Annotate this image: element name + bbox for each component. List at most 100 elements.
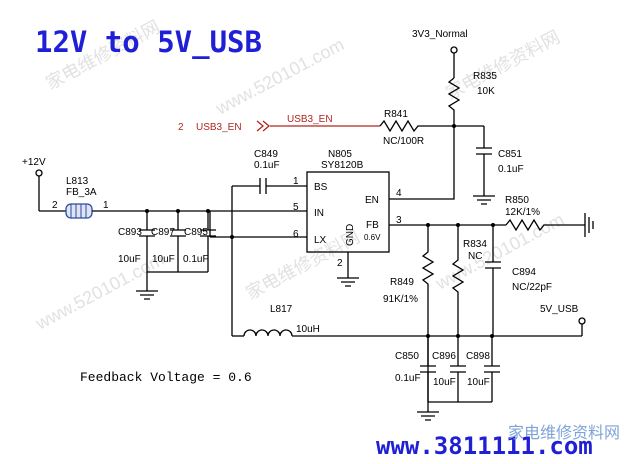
ref-label: L813 bbox=[66, 176, 89, 187]
junction-dot bbox=[206, 209, 210, 213]
ic-pin-label: FB bbox=[366, 220, 379, 231]
fb-voltage: 0.6V bbox=[364, 233, 381, 242]
junction-dot bbox=[491, 223, 495, 227]
ref-label: C849 bbox=[254, 149, 278, 160]
ic-pin-label: EN bbox=[365, 195, 379, 206]
ref-label: C897 bbox=[151, 227, 175, 238]
power-symbol bbox=[450, 46, 458, 54]
value-label: 10K bbox=[477, 86, 495, 97]
power-symbol bbox=[578, 317, 586, 325]
component-c849: C849 0.1uF bbox=[231, 149, 307, 336]
net-usb3-en: 2 USB3_EN USB3_EN R841 NC/100R bbox=[178, 109, 484, 147]
wire bbox=[146, 236, 209, 291]
ref-label: R834 bbox=[463, 239, 487, 250]
net-label-usb3-en-wire: USB3_EN bbox=[287, 114, 333, 125]
ref-label: C851 bbox=[498, 149, 522, 160]
ref-label: C850 bbox=[395, 351, 419, 362]
value-label: 0.1uF bbox=[498, 164, 524, 175]
ref-label: C896 bbox=[432, 351, 456, 362]
resistor-icon bbox=[505, 218, 585, 232]
value-label: 10uF bbox=[433, 377, 456, 388]
value-label: 10uF bbox=[118, 254, 141, 265]
value-label: 10uH bbox=[296, 324, 320, 335]
pin-number: 6 bbox=[293, 229, 299, 240]
ic-ground bbox=[337, 252, 359, 287]
ref-label: R850 bbox=[505, 195, 529, 206]
ref-label: C895 bbox=[184, 227, 208, 238]
resistor-icon bbox=[447, 77, 461, 126]
junction-dot bbox=[456, 223, 460, 227]
pin-number: 1 bbox=[103, 200, 109, 211]
ic-ref: N805 bbox=[328, 149, 352, 160]
junctions bbox=[145, 124, 495, 338]
pin-number: 3 bbox=[396, 215, 402, 226]
ferrite-bead-icon bbox=[65, 203, 93, 219]
watermark: 家电维修资料网 www.520101.com 家电维修资料网 www.52010… bbox=[32, 17, 568, 334]
pin-number: 2 bbox=[52, 200, 58, 211]
footer-url: www.3811111.com bbox=[376, 432, 593, 460]
wire bbox=[427, 336, 493, 366]
net-5v-usb: 5V_USB bbox=[540, 304, 586, 336]
footer-brand: 家电维修资料网 bbox=[508, 423, 620, 442]
value-label: NC/100R bbox=[383, 136, 424, 147]
net-label-12v: +12V bbox=[22, 157, 46, 168]
ref-label: C893 bbox=[118, 227, 142, 238]
inductor-icon bbox=[243, 329, 293, 337]
component-c894: C894 NC/22pF bbox=[485, 225, 552, 336]
ground-icon bbox=[584, 213, 594, 237]
ref-label: C898 bbox=[466, 351, 490, 362]
connector-pin-number: 2 bbox=[178, 122, 184, 133]
component-l817: L817 10uH bbox=[232, 304, 582, 337]
junction-dot bbox=[230, 235, 234, 239]
ref-label: C894 bbox=[512, 267, 536, 278]
resistor-icon bbox=[379, 119, 484, 133]
value-label: 0.1uF bbox=[254, 160, 280, 171]
pin-number: 5 bbox=[293, 202, 299, 213]
feedback-note: Feedback Voltage = 0.6 bbox=[80, 370, 252, 385]
net-12v: +12V bbox=[22, 157, 46, 211]
output-capacitors: C850 C896 C898 0.1uF 10uF 10uF bbox=[395, 336, 500, 421]
pin-number: 4 bbox=[396, 188, 402, 199]
value-label: 10uF bbox=[467, 377, 490, 388]
component-c851: C851 0.1uF bbox=[473, 126, 524, 205]
component-r850: R850 12K/1% bbox=[505, 195, 594, 237]
capacitor-icon bbox=[450, 365, 466, 373]
junction-dot bbox=[452, 124, 456, 128]
value-label: NC bbox=[468, 251, 482, 262]
pin-number: 1 bbox=[293, 176, 299, 187]
ic-part: SY8120B bbox=[321, 160, 364, 171]
value-label: NC/22pF bbox=[512, 282, 552, 293]
ic-pin-label: BS bbox=[314, 182, 328, 193]
capacitor-icon bbox=[259, 178, 267, 194]
value-label: 12K/1% bbox=[505, 207, 540, 218]
capacitor-icon bbox=[484, 365, 500, 373]
component-r834: R834 NC bbox=[451, 225, 487, 336]
junction-dot bbox=[145, 209, 149, 213]
wire bbox=[427, 372, 493, 412]
value-label: 91K/1% bbox=[383, 294, 418, 305]
ref-label: R835 bbox=[473, 71, 497, 82]
ground-icon bbox=[136, 290, 158, 300]
junction-dot bbox=[490, 334, 494, 338]
component-l813: L813 FB_3A 2 1 bbox=[39, 176, 232, 219]
ref-label: R841 bbox=[384, 109, 408, 120]
net-label-5v-usb: 5V_USB bbox=[540, 304, 579, 315]
capacitor-icon bbox=[476, 147, 492, 155]
ic-pin-label: LX bbox=[314, 235, 327, 246]
value-label: FB_3A bbox=[66, 187, 97, 198]
junction-dot bbox=[426, 334, 430, 338]
component-r849: R849 91K/1% bbox=[383, 225, 435, 402]
net-label-usb3-en: USB3_EN bbox=[196, 122, 242, 133]
pin-number: 2 bbox=[337, 258, 343, 269]
junction-dot bbox=[456, 334, 460, 338]
net-label-3v3: 3V3_Normal bbox=[412, 29, 468, 40]
value-label: 0.1uF bbox=[395, 373, 421, 384]
value-label: 10uF bbox=[152, 254, 175, 265]
junction-dot bbox=[426, 223, 430, 227]
ground-icon bbox=[417, 411, 439, 421]
junction-dot bbox=[176, 209, 180, 213]
input-capacitors: C893 C897 C895 10uF 10uF 0.1uF bbox=[118, 211, 216, 300]
power-symbol bbox=[35, 169, 43, 177]
